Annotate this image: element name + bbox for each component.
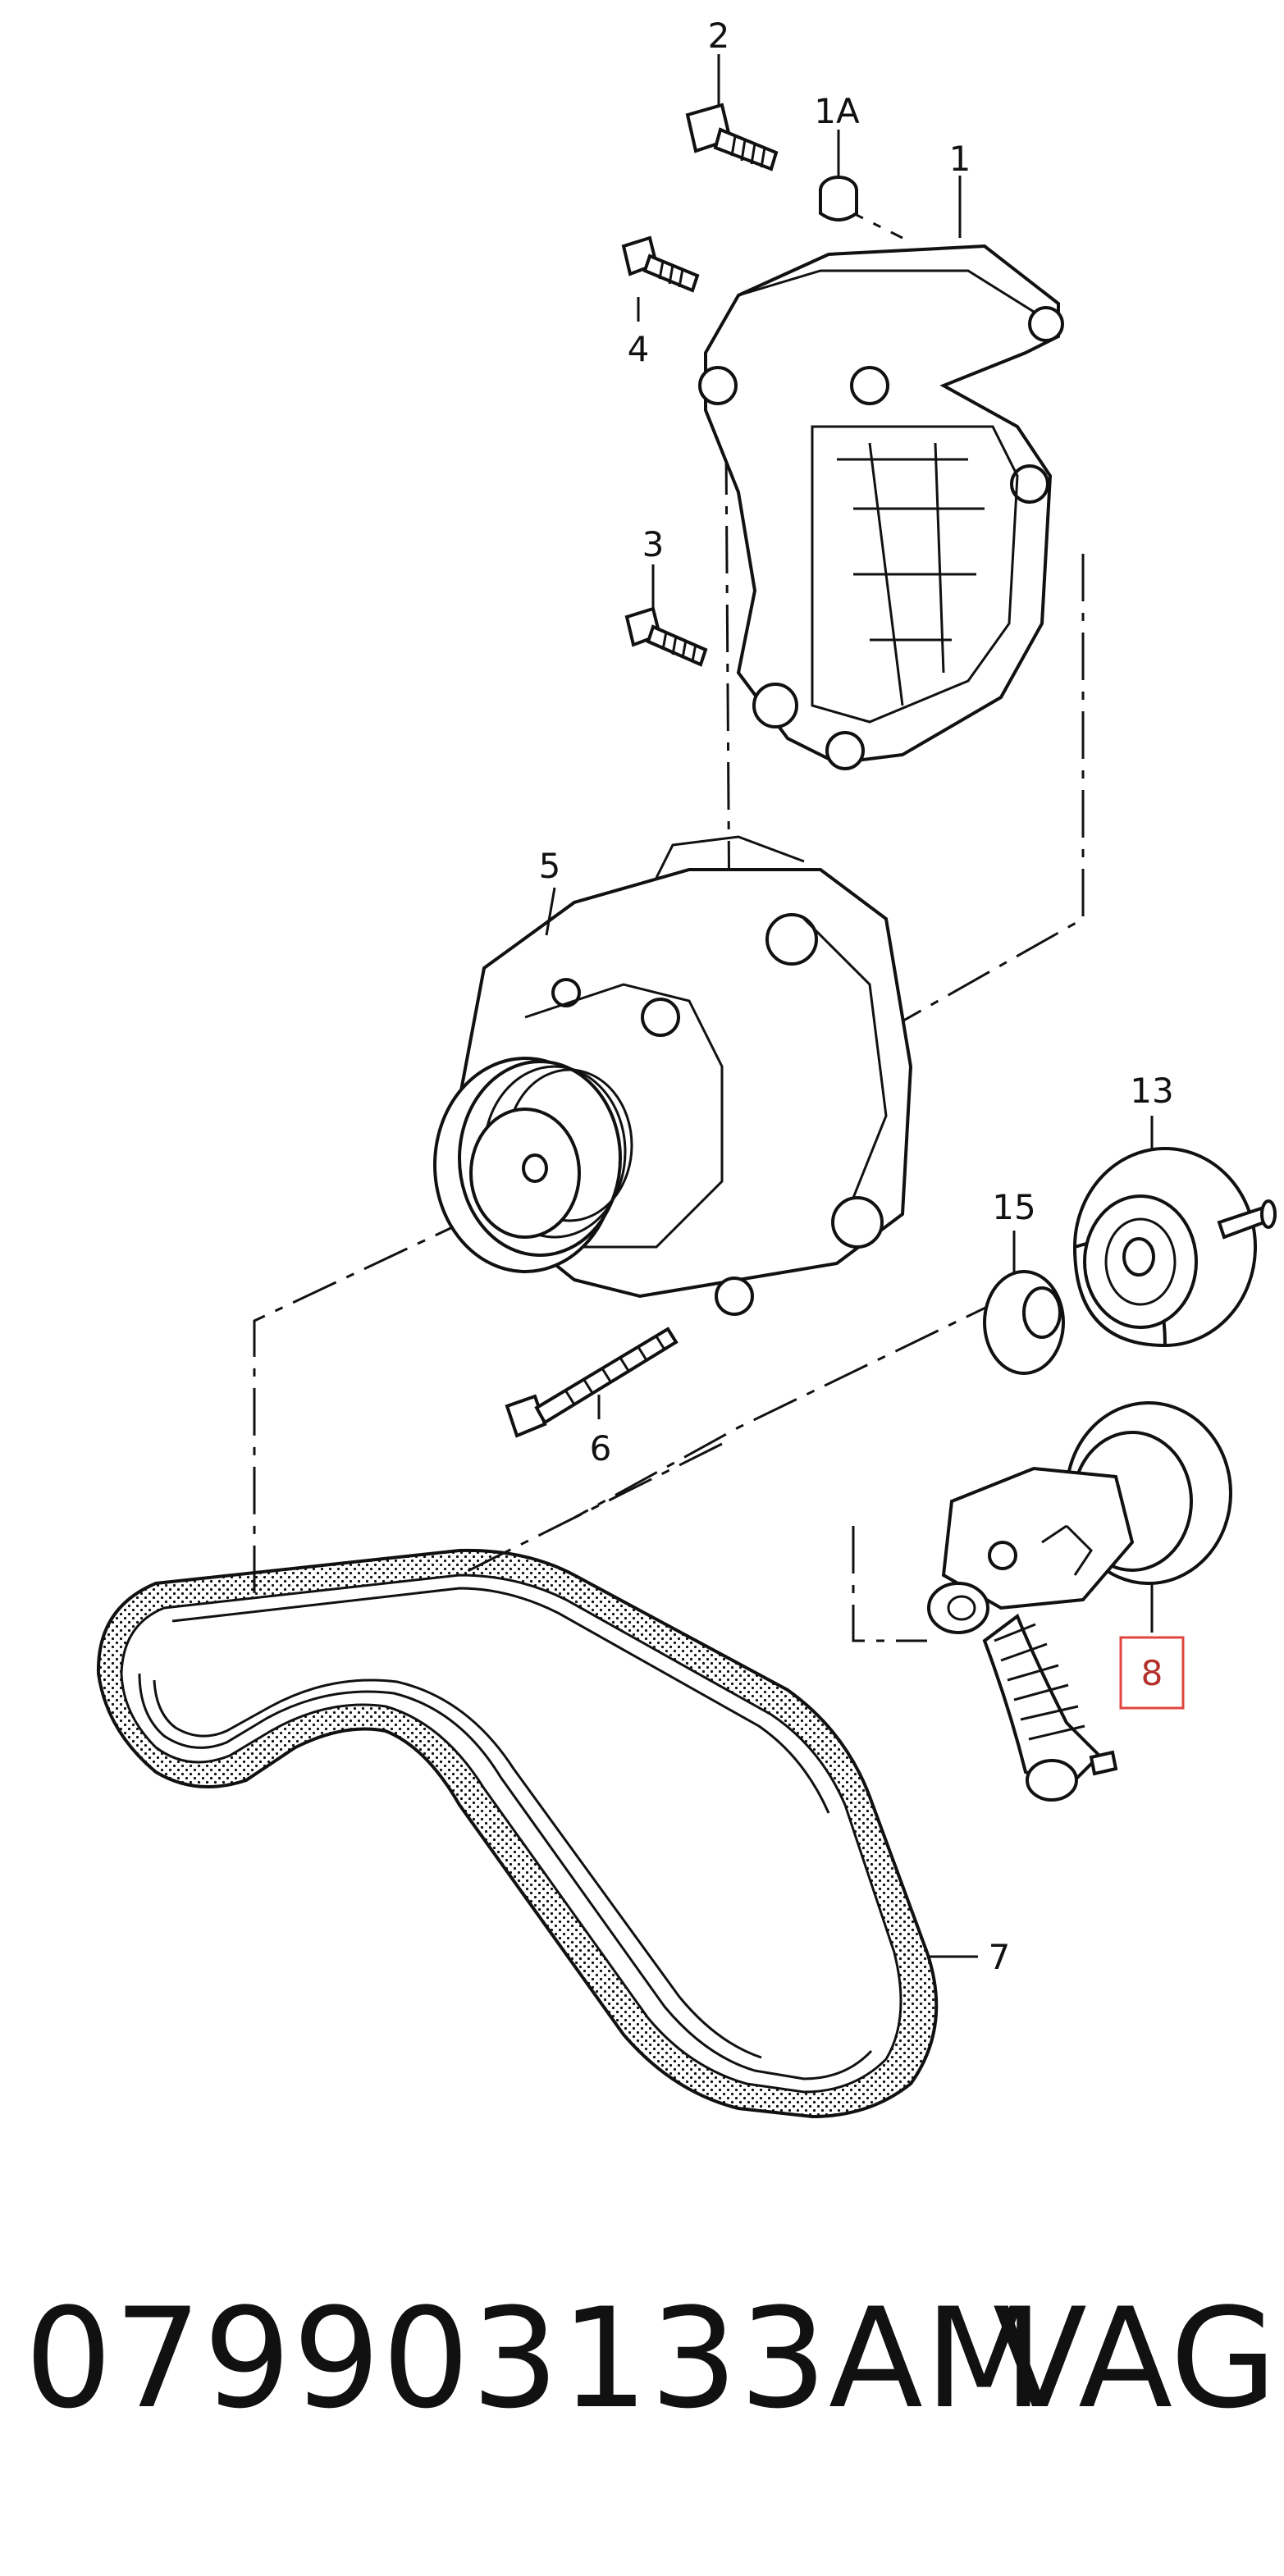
exploded-parts-diagram: 2 1A 1 4 3 5 6 13 15 7 8 xyxy=(96,16,1277,2119)
callout-4: 4 xyxy=(628,329,650,369)
ribbed-belt-part-7 xyxy=(96,1548,939,2119)
sleeve-part-1a xyxy=(819,176,858,222)
callout-1: 1 xyxy=(949,139,971,179)
bolt-part-6 xyxy=(505,1327,679,1438)
alternator-part-5 xyxy=(433,835,913,1316)
bolt-part-3 xyxy=(624,606,708,667)
bolt-part-4 xyxy=(621,235,700,293)
tensioner-part-8 xyxy=(927,1401,1232,1802)
bolt-part-2 xyxy=(685,103,779,171)
callout-labels: 2 1A 1 4 3 5 6 13 15 7 8 xyxy=(539,16,1185,1977)
callout-8-highlight-box xyxy=(1119,1636,1185,1710)
callout-1a: 1A xyxy=(814,91,860,131)
callout-6: 6 xyxy=(590,1428,612,1468)
washer-part-15 xyxy=(983,1270,1065,1375)
leader-lines xyxy=(545,54,1154,1958)
callout-8: 8 xyxy=(1141,1653,1163,1693)
callout-2: 2 xyxy=(708,16,730,56)
part-number: 079903133AM xyxy=(25,2278,1045,2439)
callout-3: 3 xyxy=(642,524,665,564)
callout-13: 13 xyxy=(1130,1071,1173,1111)
callout-15: 15 xyxy=(992,1187,1035,1227)
bracket-part-1 xyxy=(698,244,1064,770)
brand-name: VAG xyxy=(993,2278,1277,2439)
callout-7: 7 xyxy=(989,1937,1011,1977)
footer: 079903133AM VAG xyxy=(0,2264,1284,2478)
idler-pulley-part-13 xyxy=(1072,1147,1277,1348)
callout-5: 5 xyxy=(539,846,561,886)
